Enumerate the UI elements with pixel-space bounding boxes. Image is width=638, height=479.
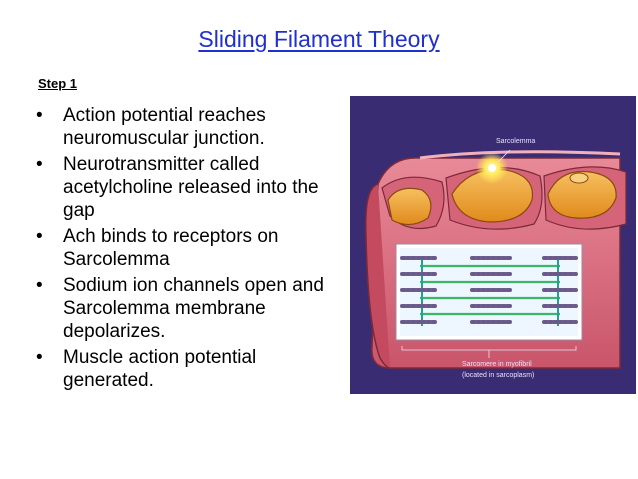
- bullet-item: • Ach binds to receptors on Sarcolemma: [36, 225, 336, 271]
- thin-filaments: [420, 264, 560, 316]
- bullet-dot-icon: •: [36, 154, 43, 175]
- muscle-fiber-drawing: [365, 149, 627, 369]
- bullet-item: • Action potential reaches neuromuscular …: [36, 104, 336, 150]
- bullet-text: Ach binds to receptors on Sarcolemma: [63, 226, 279, 270]
- fiber-top-edge: [419, 150, 621, 160]
- action-potential-spark: [488, 164, 496, 172]
- synaptic-vesicle: [569, 172, 589, 184]
- step-label: Step 1: [38, 76, 78, 91]
- bullet-dot-icon: •: [36, 347, 43, 368]
- fiber-end: [365, 183, 391, 369]
- bullet-text: Action potential reaches neuromuscular j…: [63, 105, 266, 149]
- bullet-text: Muscle action potential generated.: [63, 347, 257, 391]
- bullet-text: Sodium ion channels open and Sarcolemma …: [63, 275, 324, 342]
- bullet-item: • Neurotransmitter called acetylcholine r…: [36, 153, 336, 222]
- bullet-dot-icon: •: [36, 275, 43, 296]
- bullet-item: • Muscle action potential generated.: [36, 346, 336, 392]
- axon-terminal: [387, 187, 432, 226]
- axon-terminal: [547, 170, 617, 219]
- sarcomere-caption: Sarcomere in myofibril: [462, 361, 532, 368]
- sarcoplasm-caption: (located in sarcoplasm): [462, 372, 535, 379]
- slide-title: Sliding Filament Theory: [198, 26, 440, 52]
- bullet-dot-icon: •: [36, 105, 43, 126]
- bullet-dot-icon: •: [36, 226, 43, 247]
- sarcolemma-pointer: [497, 149, 511, 163]
- sarcolemma-label: Sarcolemma: [496, 138, 536, 145]
- thick-filaments: [400, 256, 578, 324]
- bullet-text: Neurotransmitter called acetylcholine re…: [63, 154, 319, 221]
- bullet-item: • Sodium ion channels open and Sarcolemma…: [36, 274, 336, 343]
- muscle-fiber-illustration: Sarcolemma Sarcomere in myofibril (locat…: [350, 96, 636, 394]
- bullet-list: • Action potential reaches neuromuscular …: [36, 104, 336, 395]
